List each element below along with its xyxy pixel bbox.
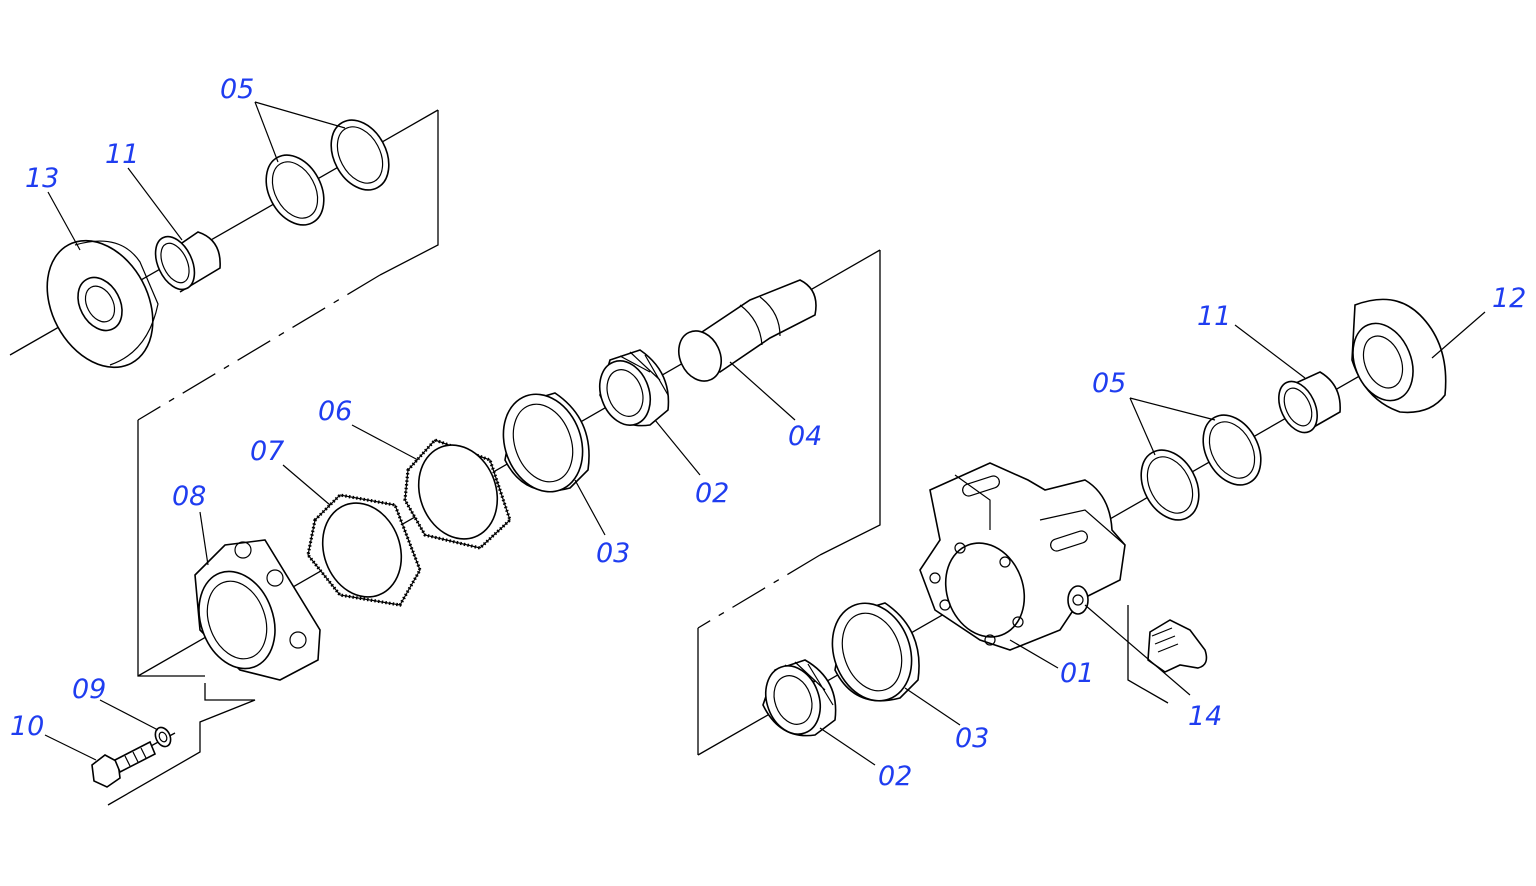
part-11-sleeve-left <box>154 231 221 293</box>
callout-13: 13 <box>25 163 59 194</box>
part-12-end-cap <box>1351 298 1447 414</box>
callout-05-left: 05 <box>220 74 254 105</box>
callout-11-left: 11 <box>105 139 139 170</box>
callout-10: 10 <box>10 711 44 742</box>
callout-01: 01 <box>1060 658 1094 689</box>
callout-06: 06 <box>318 396 352 427</box>
callout-labels: 05 11 13 06 07 08 09 10 04 02 03 05 11 1… <box>10 74 1526 792</box>
part-13-end-cap <box>46 239 159 369</box>
part-04-spindle <box>678 279 817 382</box>
assembly-frame-bottom <box>107 605 1169 806</box>
callout-09: 09 <box>72 674 106 705</box>
callout-03-lower: 03 <box>955 723 989 754</box>
part-05-seal-ring-left-a <box>265 154 325 226</box>
assembly-frame-center <box>697 250 881 755</box>
part-07-gasket <box>306 493 422 607</box>
part-10-bolt <box>91 740 157 788</box>
part-06-gasket <box>403 438 512 550</box>
callout-03-upper: 03 <box>596 538 630 569</box>
part-05-seal-ring-right-a <box>1140 449 1200 521</box>
leader-lines <box>44 101 1486 766</box>
part-02-bearing-cone-lower <box>762 659 837 737</box>
part-02-bearing-cone-upper <box>598 349 670 427</box>
part-03-bearing-cup-lower <box>831 602 920 702</box>
callout-12: 12 <box>1492 283 1526 314</box>
callout-02-lower: 02 <box>878 761 912 792</box>
part-11-sleeve-right <box>1278 371 1341 434</box>
callout-05-right: 05 <box>1092 368 1126 399</box>
callout-14: 14 <box>1188 701 1222 732</box>
part-09-washer <box>154 726 172 748</box>
part-03-bearing-cup-upper <box>502 392 590 493</box>
callout-08: 08 <box>172 481 206 512</box>
callout-07: 07 <box>250 436 284 467</box>
callout-04: 04 <box>788 421 822 452</box>
part-05-seal-ring-left-b <box>330 119 390 191</box>
part-08-bearing-housing <box>194 539 321 681</box>
part-05-seal-ring-right-b <box>1202 414 1262 486</box>
callout-11-right: 11 <box>1197 301 1231 332</box>
callout-02-upper: 02 <box>695 478 729 509</box>
part-14-grease-nipple <box>1147 619 1208 673</box>
part-01-housing <box>919 462 1126 651</box>
